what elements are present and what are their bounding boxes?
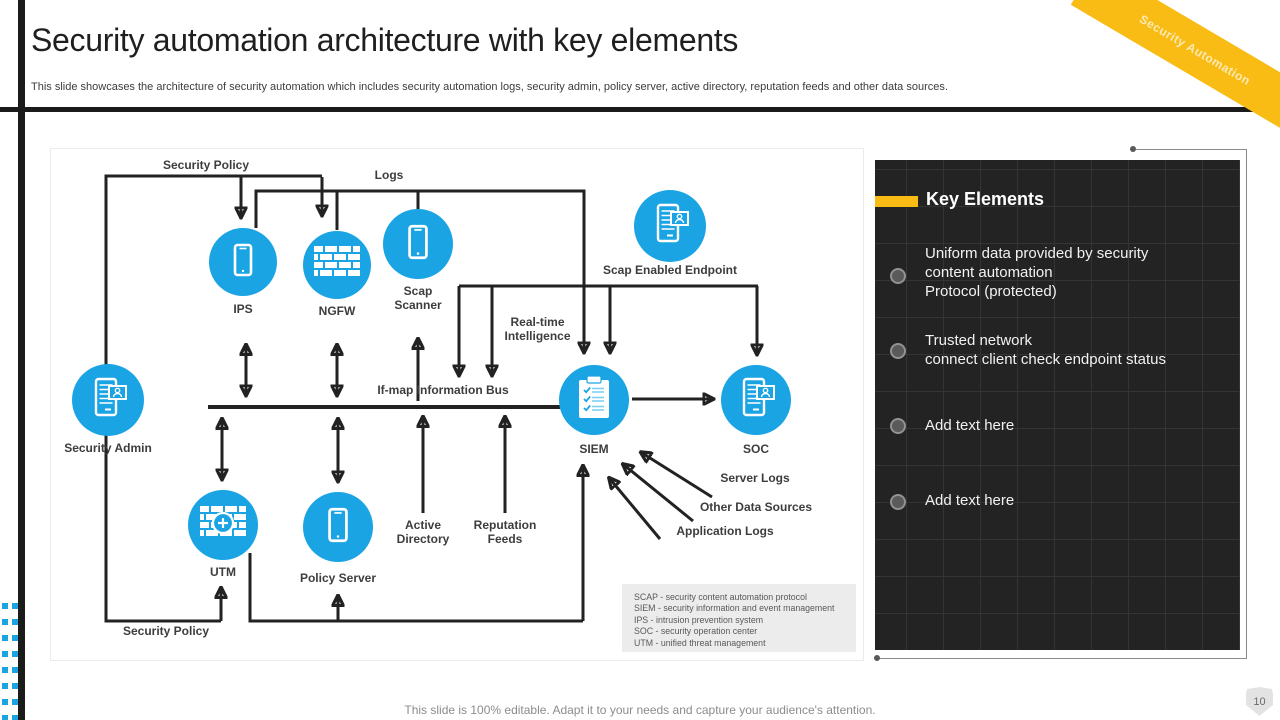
frame-line-right xyxy=(1246,149,1247,659)
device-profile-icon xyxy=(85,375,131,426)
smartphone-icon xyxy=(223,240,263,285)
bullet-icon xyxy=(890,494,906,510)
flow-label-active-directory: Active Directory xyxy=(396,518,450,546)
node-security-admin xyxy=(72,364,144,436)
flow-label-security-policy-bottom: Security Policy xyxy=(122,624,210,638)
flow-label-application-logs: Application Logs xyxy=(676,524,774,538)
flow-label-realtime-intelligence: Real-time Intelligence xyxy=(504,315,571,343)
node-scap-endpoint xyxy=(634,190,706,262)
node-ngfw xyxy=(303,231,371,299)
legend-entry-ips: IPS - intrusion prevention system xyxy=(634,614,764,625)
legend-entry-utm: UTM - unified threat management xyxy=(634,637,766,648)
flow-label-information-bus: If-map Information Bus xyxy=(377,383,509,397)
legend-entry-soc: SOC - security operation center xyxy=(634,626,758,637)
frame-line-top xyxy=(1136,149,1246,150)
frame-dot-top xyxy=(1130,146,1136,152)
node-ips xyxy=(209,228,277,296)
device-profile-icon xyxy=(647,201,693,252)
key-element-bullet-4: Add text here xyxy=(925,492,1015,509)
heading-accent-bar xyxy=(875,196,918,207)
legend-entry-siem: SIEM - security information and event ma… xyxy=(634,603,835,614)
smartphone-icon xyxy=(317,504,359,551)
smartphone-icon xyxy=(397,221,439,268)
header-divider-line xyxy=(0,107,1280,112)
node-label-utm: UTM xyxy=(210,565,236,579)
checklist-clipboard-icon xyxy=(572,374,616,427)
device-profile-icon xyxy=(733,375,779,426)
node-label-ngfw: NGFW xyxy=(318,304,356,318)
flow-label-other-data-sources: Other Data Sources xyxy=(699,500,813,514)
frame-dot-bottom xyxy=(874,655,880,661)
flow-label-reputation-feeds: Reputation Feeds xyxy=(473,518,537,546)
corner-ribbon-label: Security Automation xyxy=(1136,11,1254,89)
frame-line-bottom xyxy=(877,658,1247,659)
node-label-policy-server: Policy Server xyxy=(299,571,377,585)
bullet-icon xyxy=(890,418,906,434)
node-label-soc: SOC xyxy=(742,442,769,456)
node-label-scap-endpoint: Scap Enabled Endpoint xyxy=(602,263,737,277)
node-policy-server xyxy=(303,492,373,562)
flow-label-security-policy-top: Security Policy xyxy=(162,158,250,172)
node-utm xyxy=(188,490,258,560)
key-element-bullet-3: Add text here xyxy=(925,417,1015,434)
bullet-icon xyxy=(890,268,906,284)
firewall-bricks-icon xyxy=(314,245,360,285)
page-title: Security automation architecture with ke… xyxy=(31,22,739,58)
key-elements-panel xyxy=(875,160,1240,650)
legend: SCAP - security content automation proto… xyxy=(622,584,856,652)
blue-squares-decoration xyxy=(2,603,18,720)
bullet-icon xyxy=(890,343,906,359)
page-subtitle: This slide showcases the architecture of… xyxy=(31,81,948,93)
footer-note: This slide is 100% editable. Adapt it to… xyxy=(404,703,876,717)
node-label-security-admin: Security Admin xyxy=(64,441,152,455)
key-element-bullet-2: Trusted network connect client check end… xyxy=(925,332,1166,368)
node-siem xyxy=(559,365,629,435)
key-element-bullet-1: Uniform data provided by security conten… xyxy=(925,245,1149,300)
node-scap-scanner xyxy=(383,209,453,279)
key-elements-heading: Key Elements xyxy=(926,189,1045,209)
flow-label-logs: Logs xyxy=(374,168,404,182)
node-label-scap-scanner: Scap Scanner xyxy=(394,284,442,312)
left-accent-bar xyxy=(18,0,25,720)
flow-label-server-logs: Server Logs xyxy=(720,471,790,485)
node-label-ips: IPS xyxy=(233,302,253,316)
node-label-siem: SIEM xyxy=(579,442,609,456)
legend-entry-scap: SCAP - security content automation proto… xyxy=(634,592,807,602)
node-soc xyxy=(721,365,791,435)
corner-ribbon: Security Automation xyxy=(1070,0,1280,137)
firewall-plus-icon xyxy=(200,505,246,545)
